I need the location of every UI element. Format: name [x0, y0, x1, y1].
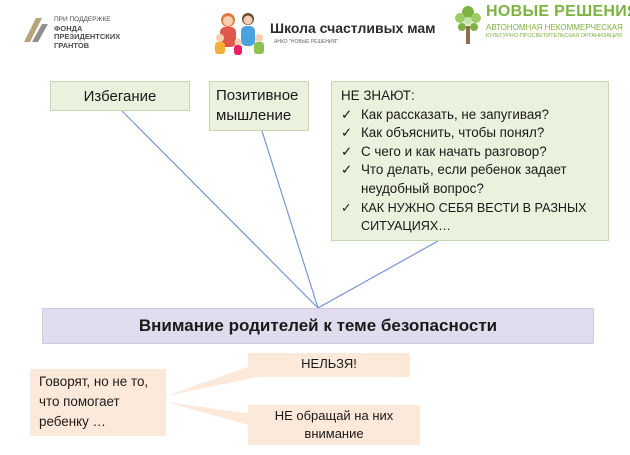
list-item-text: С чего и как начать разговор?	[361, 143, 547, 159]
connector-line-positive	[261, 130, 319, 309]
school-title: Школа счастливых мам	[270, 20, 436, 36]
new-solutions-subtitle-2: КУЛЬТУРНО-ПРОСВЕТИТЕЛЬСКАЯ ОРГАНИЗАЦИЯ	[486, 33, 622, 39]
attention-label: Внимание родителей к теме безопасности	[138, 316, 498, 335]
parent-attention-bar: Внимание родителей к теме безопасности	[42, 308, 594, 344]
checkmark-icon: ✓	[341, 143, 353, 159]
forbidden-label: НЕЛЬЗЯ!	[301, 356, 357, 371]
ignore-them-box: НЕ обращай на них внимание	[248, 405, 420, 445]
fund-emblem-icon	[24, 18, 48, 42]
list-item-text: Как объяснить, чтобы понял?	[361, 125, 545, 141]
happy-moms-school-logo: Школа счастливых мам АНКО "НОВЫЕ РЕШЕНИЯ…	[212, 8, 436, 58]
list-item: ✓ С чего и как начать разговор?	[341, 143, 600, 162]
positive-line-1: Позитивное	[216, 87, 299, 104]
forbidden-box: НЕЛЬЗЯ!	[248, 353, 410, 377]
ignore-line-2: внимание	[304, 426, 364, 441]
list-item: ✓ КАК НУЖНО СЕБЯ ВЕСТИ В РАЗНЫХ СИТУАЦИЯ…	[341, 199, 600, 236]
list-item: ✓ Как объяснить, чтобы понял?	[341, 124, 600, 143]
ignore-line-1: НЕ обращай на них	[274, 408, 394, 423]
avoidance-label: Избегание	[83, 88, 157, 105]
list-item-text-cont: СИТУАЦИЯХ…	[361, 219, 451, 234]
school-subtitle: АНКО "НОВЫЕ РЕШЕНИЯ"	[274, 39, 339, 45]
positive-thinking-box: Позитивное мышление	[209, 81, 309, 131]
list-item: ✓ Как рассказать, не запугивая?	[341, 106, 600, 125]
fund-line-3: ПРЕЗИДЕНТСКИХ	[54, 32, 121, 41]
fund-logo-text: ПРИ ПОДДЕРЖКЕ ФОНДА ПРЕЗИДЕНТСКИХ ГРАНТО…	[54, 16, 120, 50]
list-item-text: КАК НУЖНО СЕБЯ ВЕСТИ В РАЗНЫХ	[361, 200, 587, 215]
new-solutions-logo: НОВЫЕ РЕШЕНИЯ АВТОНОМНАЯ НЕКОММЕРЧЕСКАЯ …	[452, 2, 630, 48]
fund-presidential-grants-logo: ПРИ ПОДДЕРЖКЕ ФОНДА ПРЕЗИДЕНТСКИХ ГРАНТО…	[22, 12, 162, 58]
connector-line-avoidance	[121, 110, 319, 309]
tree-icon	[455, 6, 481, 44]
fund-line-2: ФОНДА	[54, 23, 83, 33]
list-item-text: Как рассказать, не запугивая?	[361, 106, 549, 122]
checkmark-icon: ✓	[341, 162, 353, 178]
callout-pointer-ignore	[166, 402, 252, 426]
connector-line-dont-know	[317, 240, 439, 309]
fund-line-4: ГРАНТОВ	[54, 40, 90, 50]
checkmark-icon: ✓	[341, 106, 353, 122]
say-line-3: ребенку …	[39, 414, 106, 429]
dont-know-list: ✓ Как рассказать, не запугивая? ✓ Как об…	[341, 106, 600, 236]
list-item: ✓ Что делать, если ребенок задает неудоб…	[341, 161, 600, 198]
list-item-text: Что делать, если ребенок задает	[361, 162, 567, 178]
fund-line-1: ПРИ ПОДДЕРЖКЕ	[54, 16, 111, 23]
avoidance-box: Избегание	[50, 81, 190, 111]
new-solutions-subtitle-1: АВТОНОМНАЯ НЕКОММЕРЧЕСКАЯ	[486, 23, 623, 32]
say-wrong-box: Говорят, но не то, что помогает ребенку …	[30, 369, 166, 436]
dont-know-box: НЕ ЗНАЮТ: ✓ Как рассказать, не запугивая…	[331, 81, 609, 241]
positive-line-2: мышление	[216, 107, 292, 124]
family-icon	[215, 13, 264, 55]
say-line-1: Говорят, но не то,	[39, 374, 149, 389]
checkmark-icon: ✓	[341, 125, 353, 141]
list-item-text-cont: неудобный вопрос?	[361, 180, 484, 196]
new-solutions-title: НОВЫЕ РЕШЕНИЯ	[486, 3, 630, 20]
checkmark-icon: ✓	[341, 200, 352, 215]
dont-know-title: НЕ ЗНАЮТ:	[341, 88, 415, 103]
say-line-2: что помогает	[39, 394, 120, 409]
